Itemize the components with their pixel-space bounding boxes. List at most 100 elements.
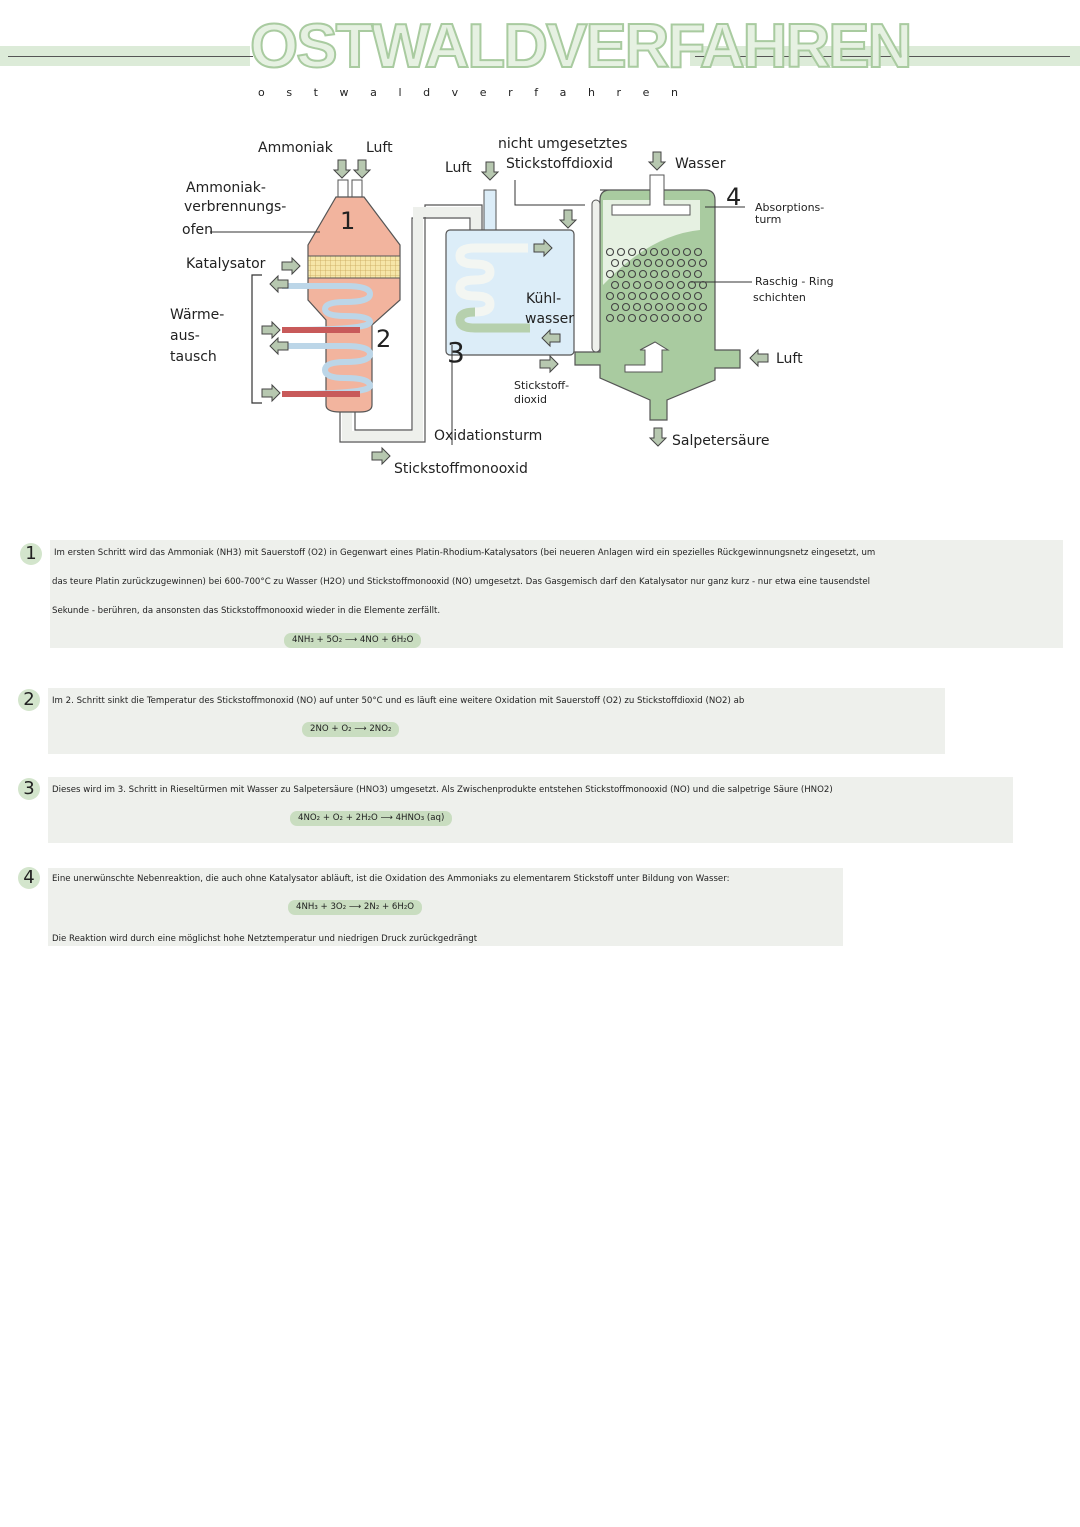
raschig-ring	[627, 269, 637, 279]
step-3-line-1: Dieses wird im 3. Schritt in Rieseltürme…	[52, 785, 833, 795]
label-n4: 4	[726, 183, 742, 211]
raschig-ring	[698, 280, 708, 290]
raschig-ring	[687, 302, 697, 312]
raschig-ring	[638, 269, 648, 279]
raschig-ring	[682, 247, 692, 257]
label-furnace-2: verbrennungs-	[184, 199, 287, 215]
raschig-ring	[605, 247, 615, 257]
label-kuehl-1: Kühl-	[526, 291, 562, 307]
raschig-ring	[671, 291, 681, 301]
raschig-ring	[632, 302, 642, 312]
raschig-ring	[638, 313, 648, 323]
raschig-ring	[627, 291, 637, 301]
raschig-ring	[682, 269, 692, 279]
raschig-ring	[610, 280, 620, 290]
label-nicht-umgesetzt-1: nicht umgesetztes	[498, 136, 628, 152]
raschig-ring	[654, 302, 664, 312]
subtitle-letter: r	[508, 86, 513, 99]
step-2-number: 2	[18, 689, 40, 711]
label-n3: 3	[447, 336, 465, 369]
subtitle-letter: f	[534, 86, 539, 99]
label-stickstoffmonooxid: Stickstoffmonooxid	[394, 461, 528, 477]
raschig-ring	[682, 313, 692, 323]
step-2-line-1: Im 2. Schritt sinkt die Temperatur des S…	[52, 696, 745, 706]
raschig-ring	[671, 269, 681, 279]
label-katalysator: Katalysator	[186, 256, 266, 272]
catalyst-grid	[307, 255, 401, 279]
raschig-ring	[638, 247, 648, 257]
step-4-note: Die Reaktion wird durch eine möglichst h…	[52, 934, 478, 944]
raschig-ring	[676, 302, 686, 312]
label-waerme-3: tausch	[170, 349, 217, 365]
pipe-monooxid	[339, 204, 483, 443]
raschig-ring	[605, 269, 615, 279]
label-n2: 2	[376, 325, 392, 353]
raschig-ring	[616, 247, 626, 257]
raschig-ring	[698, 302, 708, 312]
subtitle-letter: t	[313, 86, 318, 99]
subtitle-letter: e	[479, 86, 487, 99]
label-absorption-1: Absorptions-	[755, 201, 825, 214]
raschig-ring	[643, 280, 653, 290]
step-4-box	[48, 868, 843, 946]
raschig-ring	[665, 280, 675, 290]
step-1-line-2: das teure Platin zurückzugewinnen) bei 6…	[52, 577, 871, 587]
subtitle-letter: l	[398, 86, 402, 99]
ostwald-process-diagram	[210, 151, 769, 465]
label-kuehl-2: wasser	[525, 311, 574, 327]
raschig-ring	[632, 258, 642, 268]
subtitle-letter: o	[258, 86, 265, 99]
label-stickstoffdioxid-2: dioxid	[514, 393, 547, 406]
label-oxidationsturm: Oxidationsturm	[434, 428, 543, 444]
label-absorption-2: turm	[755, 213, 782, 226]
raschig-ring	[638, 291, 648, 301]
step-1-equation: 4NH₃ + 5O₂ ⟶ 4NO + 6H₂O	[284, 633, 422, 648]
label-raschig-1: Raschig - Ring	[755, 275, 834, 288]
raschig-ring	[693, 313, 703, 323]
label-waerme-2: aus-	[170, 328, 200, 344]
raschig-ring	[654, 258, 664, 268]
label-n1: 1	[340, 207, 356, 235]
label-furnace-1: Ammoniak-	[186, 180, 266, 196]
step-2-box	[48, 688, 945, 754]
step-1-box	[50, 540, 1063, 648]
raschig-ring	[643, 302, 653, 312]
raschig-ring	[687, 280, 697, 290]
raschig-ring	[649, 247, 659, 257]
label-luft-cooler: Luft	[445, 160, 472, 176]
raschig-ring	[698, 258, 708, 268]
title-line-left	[8, 56, 253, 57]
step-1-line-1: Im ersten Schritt wird das Ammoniak (NH3…	[54, 548, 876, 558]
label-furnace-3: ofen	[182, 222, 213, 238]
raschig-ring	[676, 258, 686, 268]
label-wasser: Wasser	[675, 156, 726, 172]
subtitle-letter: r	[616, 86, 622, 99]
raschig-ring	[605, 291, 615, 301]
raschig-ring	[693, 291, 703, 301]
raschig-ring	[649, 313, 659, 323]
subtitle-letter: n	[671, 86, 678, 99]
label-stickstoffdioxid-1: Stickstoff-	[514, 379, 570, 392]
label-raschig-2: schichten	[753, 291, 806, 304]
raschig-ring	[621, 302, 631, 312]
step-1-number: 1	[20, 543, 42, 565]
label-salpetersaeure: Salpetersäure	[672, 433, 770, 449]
step-3-number: 3	[18, 778, 40, 800]
step-4-equation: 4NH₃ + 3O₂ ⟶ 2N₂ + 6H₂O	[288, 900, 423, 915]
label-waerme-1: Wärme-	[170, 307, 225, 323]
raschig-ring	[660, 247, 670, 257]
raschig-ring	[621, 280, 631, 290]
raschig-ring	[610, 302, 620, 312]
raschig-ring	[627, 247, 637, 257]
subtitle-letter: v	[451, 86, 459, 99]
raschig-ring	[660, 291, 670, 301]
raschig-ring	[616, 291, 626, 301]
subtitle-letter: e	[642, 86, 650, 99]
title-line-right	[695, 56, 1070, 57]
subtitle-letter: h	[587, 86, 595, 99]
raschig-ring	[671, 313, 681, 323]
raschig-ring	[649, 269, 659, 279]
raschig-ring	[660, 269, 670, 279]
raschig-ring	[693, 247, 703, 257]
